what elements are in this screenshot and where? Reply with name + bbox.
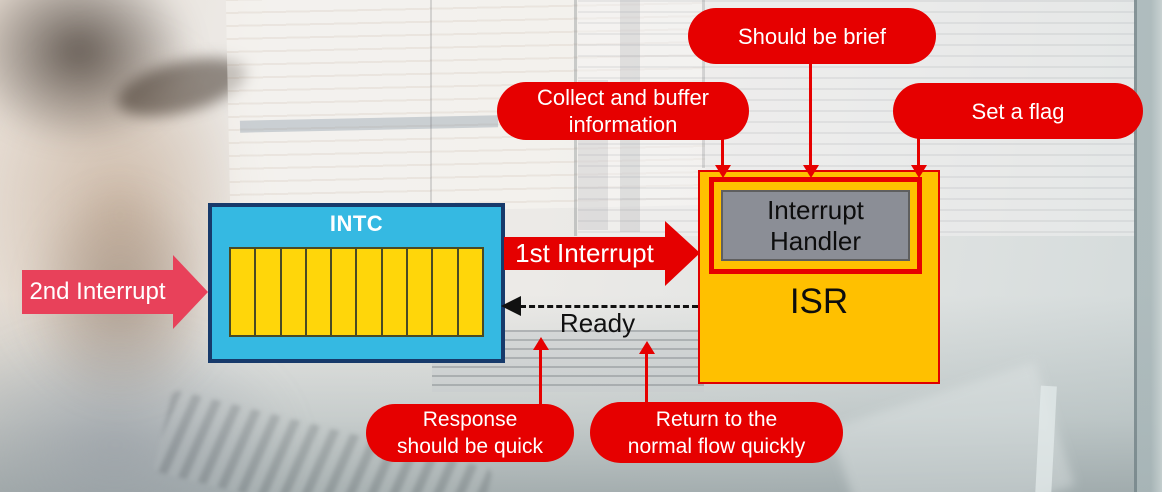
bg-shape bbox=[430, 0, 432, 215]
queue-slot bbox=[456, 247, 484, 337]
arrowhead-down-icon bbox=[911, 165, 927, 178]
ready-dashed-line bbox=[520, 305, 698, 308]
connector-response-quick bbox=[539, 349, 542, 405]
callout-should-be-brief: Should be brief bbox=[688, 8, 936, 64]
callout-label: Should be brief bbox=[738, 23, 886, 49]
queue-slot bbox=[279, 247, 307, 337]
callout-collect-and-buffer: Collect and buffer information bbox=[497, 82, 749, 140]
connector-return-normal bbox=[645, 353, 648, 403]
callout-set-a-flag: Set a flag bbox=[893, 83, 1143, 139]
bg-monitor-bezel bbox=[1134, 0, 1162, 492]
interrupt-queue bbox=[229, 247, 484, 337]
first-interrupt-label: 1st Interrupt bbox=[504, 237, 665, 270]
queue-slot bbox=[229, 247, 257, 337]
callout-label: Response should be quick bbox=[397, 408, 543, 458]
interrupt-handler-box: Interrupt Handler bbox=[721, 190, 910, 261]
arrowhead-left-icon bbox=[501, 296, 521, 316]
arrowhead-up-icon bbox=[533, 337, 549, 350]
connector-should-be-brief bbox=[809, 62, 812, 166]
second-interrupt-label: 2nd Interrupt bbox=[22, 270, 173, 314]
callout-response-quick: Response should be quick bbox=[366, 404, 574, 462]
isr-box: Interrupt Handler ISR bbox=[698, 170, 940, 384]
callout-label: Collect and buffer information bbox=[536, 85, 710, 137]
queue-slot bbox=[355, 247, 383, 337]
queue-slot bbox=[330, 247, 358, 337]
arrowhead-down-icon bbox=[715, 165, 731, 178]
intc-box: INTC bbox=[208, 203, 505, 363]
queue-slot bbox=[431, 247, 459, 337]
callout-label: Set a flag bbox=[971, 98, 1065, 124]
callout-return-normal-flow: Return to the normal flow quickly bbox=[590, 402, 843, 463]
arrowhead-down-icon bbox=[803, 165, 819, 178]
interrupt-handler-label: Interrupt Handler bbox=[767, 194, 864, 256]
second-interrupt-arrow: 2nd Interrupt bbox=[22, 255, 208, 329]
isr-label: ISR bbox=[789, 282, 849, 321]
arrowhead-right-icon bbox=[173, 255, 208, 329]
connector-set-a-flag bbox=[917, 137, 920, 166]
interrupt-handler-frame: Interrupt Handler bbox=[709, 177, 922, 274]
ready-label: Ready bbox=[559, 308, 636, 338]
queue-slot bbox=[380, 247, 409, 337]
connector-collect-buffer bbox=[721, 134, 724, 166]
arrowhead-up-icon bbox=[639, 341, 655, 354]
callout-label: Return to the normal flow quickly bbox=[627, 407, 806, 458]
queue-slot bbox=[254, 247, 282, 337]
arrowhead-right-icon bbox=[665, 221, 700, 286]
first-interrupt-arrow: 1st Interrupt bbox=[504, 221, 700, 286]
intc-title: INTC bbox=[329, 211, 384, 236]
queue-slot bbox=[406, 247, 434, 337]
queue-slot bbox=[304, 247, 333, 337]
